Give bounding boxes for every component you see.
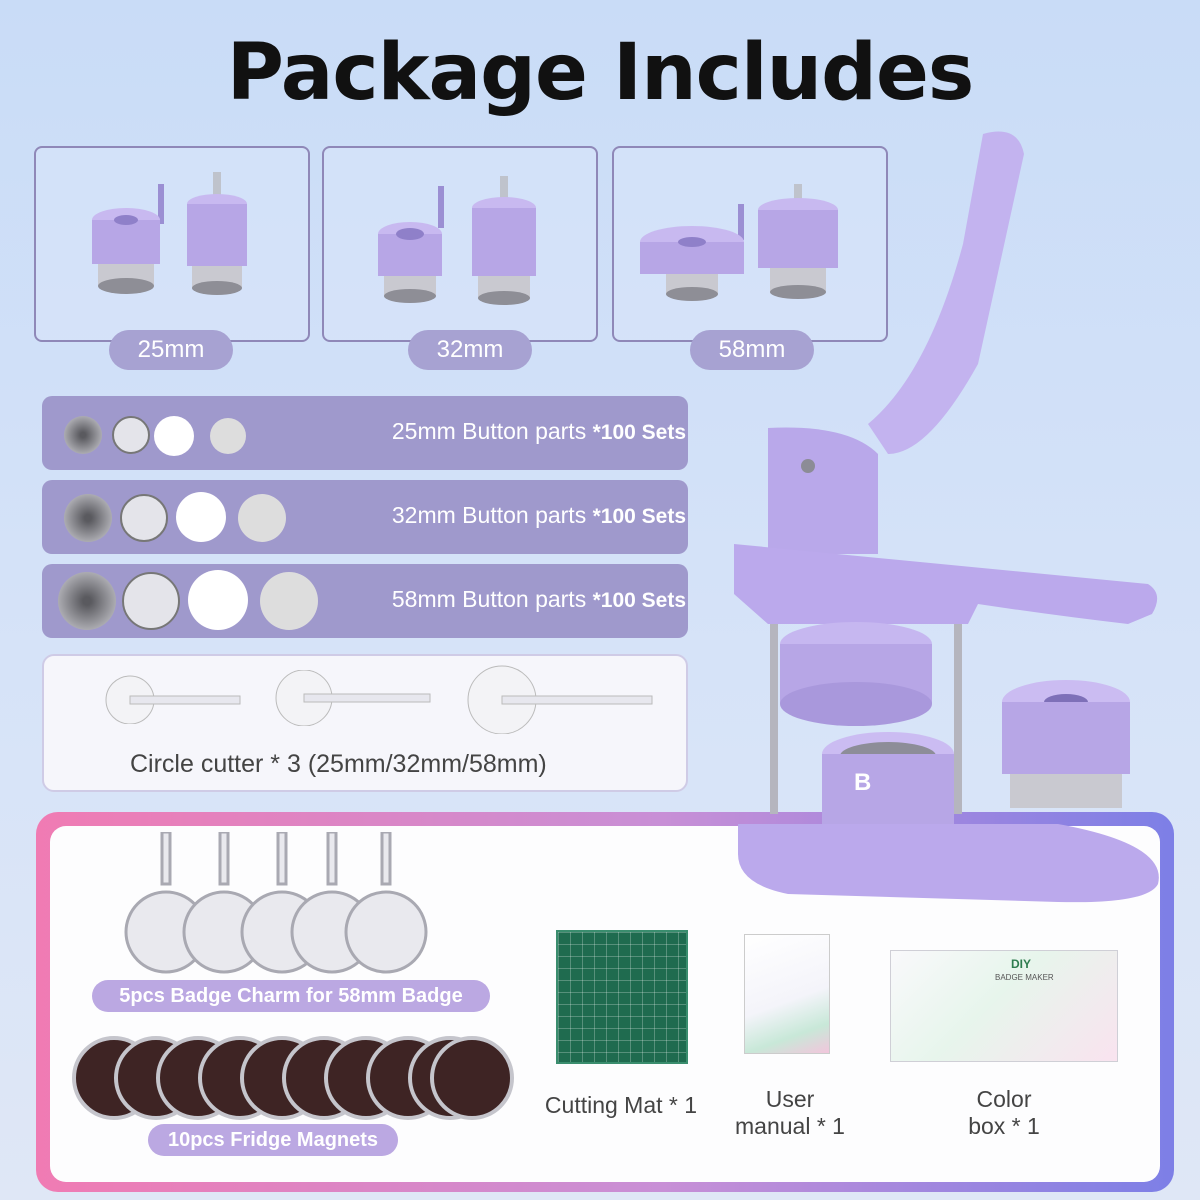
user-manual-label-line2: manual * 1 (735, 1113, 845, 1139)
circle-cutter-box: Circle cutter * 3 (25mm/32mm/58mm) (42, 654, 688, 792)
pin-back-icon (112, 416, 150, 454)
button-parts-58mm-row: 58mm Button parts *100 Sets (42, 564, 688, 638)
parts-label: 58mm Button parts (391, 586, 587, 612)
circle-cutter-label: Circle cutter * 3 (25mm/32mm/58mm) (130, 750, 547, 778)
die-set-32mm-box (322, 146, 598, 342)
parts-quantity: *100 Sets (592, 505, 686, 528)
parts-label: 32mm Button parts (391, 502, 587, 528)
color-box-brand: DIY (1011, 957, 1032, 971)
cutting-mat-icon (556, 930, 688, 1064)
badge-charm-label: 5pcs Badge Charm for 58mm Badge (92, 980, 490, 1012)
parts-quantity: *100 Sets (592, 421, 686, 444)
pin-back-icon (120, 494, 168, 542)
die-set-25mm-label: 25mm (109, 330, 233, 370)
fridge-magnet-icon (72, 1036, 514, 1120)
parts-label: 25mm Button parts (391, 418, 587, 444)
badge-charm-icon (124, 832, 428, 974)
shell-disc-icon (58, 572, 116, 630)
mylar-disc-icon (238, 494, 286, 542)
cutting-mat-label: Cutting Mat * 1 (544, 1092, 698, 1118)
color-box-subtitle: BADGE MAKER (995, 973, 1054, 982)
color-box-icon: DIY BADGE MAKER (890, 950, 1118, 1062)
paper-disc-icon (188, 570, 248, 630)
user-manual-icon (744, 934, 830, 1054)
mylar-disc-icon (260, 572, 318, 630)
color-box-label-line2: box * 1 (968, 1113, 1040, 1139)
button-parts-32mm-row: 32mm Button parts *100 Sets (42, 480, 688, 554)
user-manual-label-line1: User (765, 1086, 815, 1112)
circle-cutter-icon (275, 670, 431, 726)
die-set-58mm-box (612, 146, 888, 342)
button-parts-25mm-row: 25mm Button parts *100 Sets (42, 396, 688, 470)
circle-cutter-icon (105, 675, 241, 724)
shell-disc-icon (64, 494, 112, 542)
die-mold-icon (640, 184, 838, 301)
shell-disc-icon (64, 416, 102, 454)
parts-quantity: *100 Sets (592, 589, 686, 612)
die-mold-icon (378, 176, 536, 305)
pin-back-icon (122, 572, 180, 630)
die-set-25mm-box (34, 146, 310, 342)
die-set-32mm-label: 32mm (408, 330, 532, 370)
button-press-machine-icon: B (734, 131, 1159, 903)
die-mold-icon (92, 172, 247, 295)
mylar-disc-icon (210, 418, 246, 454)
paper-disc-icon (154, 416, 194, 456)
fridge-magnet-label: 10pcs Fridge Magnets (148, 1124, 398, 1156)
paper-disc-icon (176, 492, 226, 542)
machine-mark: B (854, 769, 871, 796)
page-title: Package Includes (226, 28, 975, 118)
color-box-label-line1: Color (976, 1086, 1032, 1112)
die-set-58mm-label: 58mm (690, 330, 814, 370)
circle-cutter-icon (467, 665, 653, 734)
